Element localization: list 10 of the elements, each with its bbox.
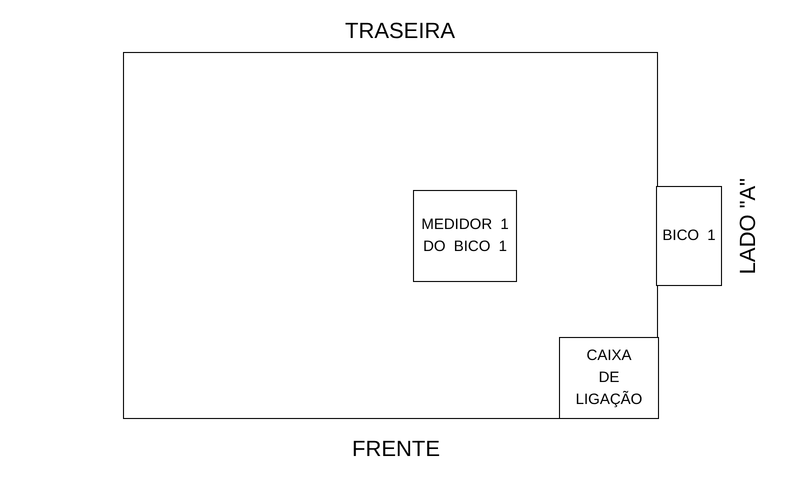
side-label: LADO "A" (735, 178, 761, 274)
side-label: TRASEIRA (345, 18, 456, 44)
box-label: CAIXA DE LIGAÇÃO (574, 346, 644, 410)
junction-box (559, 337, 659, 419)
room-outline (123, 52, 658, 419)
meter-box (413, 190, 517, 282)
box-label: BICO 1 (662, 226, 716, 246)
nozzle-box (656, 186, 722, 286)
box-label: MEDIDOR 1 DO BICO 1 (420, 215, 510, 257)
side-label: FRENTE (352, 436, 440, 462)
